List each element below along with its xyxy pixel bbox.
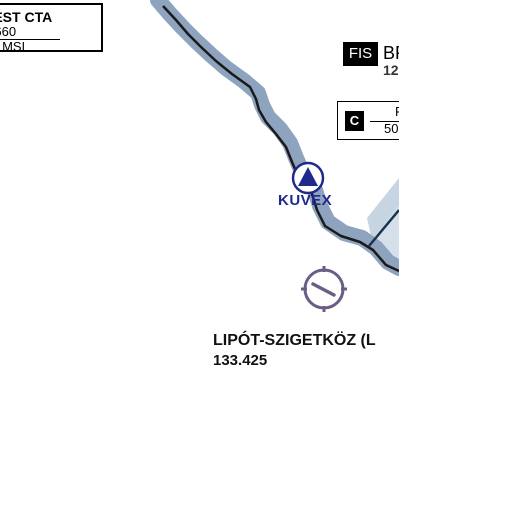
waypoint-kuvex-icon[interactable] — [291, 161, 325, 195]
fis-frequency: 12 — [383, 62, 399, 78]
airspace-class-badge: C — [345, 111, 364, 131]
cta-upper-limit: L 660 — [0, 24, 17, 39]
sector-frequency-label: 133.425 — [213, 352, 268, 369]
airspace-boundary-line — [368, 209, 399, 247]
navaid-ndb-icon[interactable] — [301, 266, 347, 312]
airspace-lower-limit: 50 — [384, 121, 399, 136]
airspace-class-divider — [370, 121, 399, 122]
cta-lower-limit: 00 MSL — [0, 39, 29, 54]
airspace-class-label[interactable]: C F 50 — [337, 101, 399, 140]
fis-name[interactable]: BR — [383, 43, 399, 63]
airspace-upper-limit: F — [395, 104, 399, 119]
budapest-cta-label[interactable]: PEST CTA L 660 00 MSL — [0, 3, 103, 54]
border-line — [162, 5, 399, 273]
map-viewport: PEST CTA L 660 00 MSL FIS BR 12 C F 50 K… — [0, 0, 399, 369]
chart-map — [150, 0, 399, 312]
fis-badge: FIS — [343, 42, 378, 66]
sector-name-label[interactable]: LIPÓT-SZIGETKÖZ (L — [213, 332, 376, 349]
waypoint-kuvex-label[interactable]: KUVEX — [278, 192, 333, 209]
cta-divider — [0, 39, 60, 40]
cta-name: PEST CTA — [0, 9, 53, 25]
